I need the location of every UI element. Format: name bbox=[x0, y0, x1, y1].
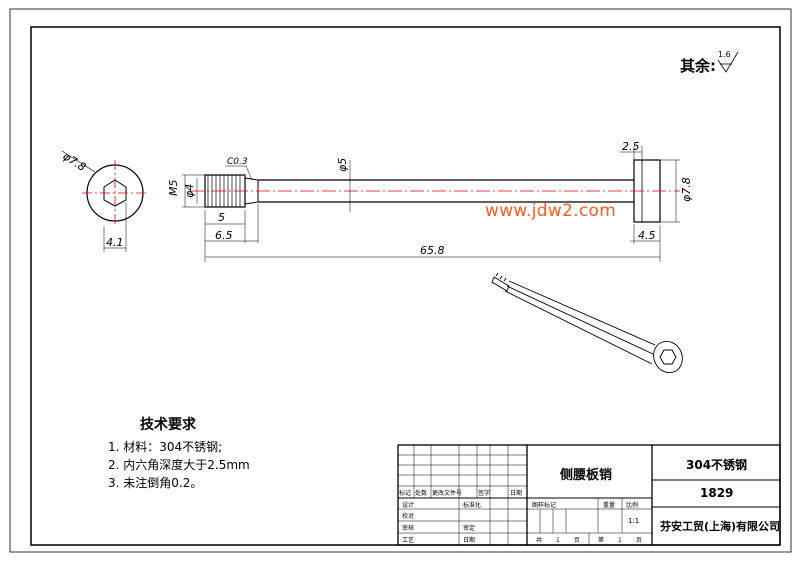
end-view bbox=[61, 150, 148, 252]
tb-role-review: 审核 bbox=[402, 524, 414, 532]
tb-role-design: 设计 bbox=[402, 501, 414, 509]
tb-total-n: 1 bbox=[556, 537, 560, 544]
dim-hex-depth: 2.5 bbox=[622, 140, 640, 153]
dim-head-dia: φ7.8 bbox=[680, 177, 693, 202]
tb-role-check: 校对 bbox=[402, 512, 414, 520]
drawing-frame bbox=[30, 26, 781, 546]
dim-thread-minor: φ4 bbox=[183, 184, 196, 198]
tb-date: 日期 bbox=[463, 536, 475, 544]
tb-approve: 审定 bbox=[463, 524, 475, 532]
dim-thread-len: 5 bbox=[218, 211, 225, 224]
roughness-symbol bbox=[717, 51, 739, 73]
title-block bbox=[397, 444, 781, 546]
tb-page-n: 1 bbox=[618, 537, 622, 544]
tb-role-process: 工艺 bbox=[402, 536, 414, 544]
tb-page: 第 bbox=[598, 536, 604, 544]
tb-annot: 图样标记 bbox=[532, 501, 556, 509]
tb-scale: 1:1 bbox=[628, 517, 639, 525]
dim-hex-width: 4.1 bbox=[106, 236, 124, 249]
dim-head-len: 4.5 bbox=[638, 229, 656, 242]
tb-head-date: 日期 bbox=[510, 489, 522, 497]
tb-head-docno: 更改文件号 bbox=[432, 489, 462, 497]
tb-head-count: 处数 bbox=[415, 489, 427, 497]
dim-total-len: 65.8 bbox=[420, 244, 445, 257]
tb-scale-label: 比例 bbox=[626, 501, 638, 509]
dim-end-dia: φ7.8 bbox=[60, 150, 88, 174]
tb-head-sign: 签字 bbox=[478, 489, 490, 497]
tb-total: 共 bbox=[536, 536, 542, 544]
tb-head-mark: 标记 bbox=[399, 489, 411, 497]
roughness-value: 1.6 bbox=[718, 50, 731, 59]
dim-shaft-dia: φ5 bbox=[336, 158, 349, 172]
dim-neck-len: 6.5 bbox=[215, 229, 233, 242]
tb-page-unit: 页 bbox=[636, 537, 642, 544]
isometric-view bbox=[491, 272, 683, 374]
dim-chamfer: C0.3 bbox=[227, 157, 248, 167]
tb-total-unit: 页 bbox=[574, 537, 580, 544]
tb-weight: 重量 bbox=[603, 501, 615, 509]
dim-thread: M5 bbox=[167, 180, 180, 197]
tb-std: 标准化 bbox=[463, 501, 481, 509]
